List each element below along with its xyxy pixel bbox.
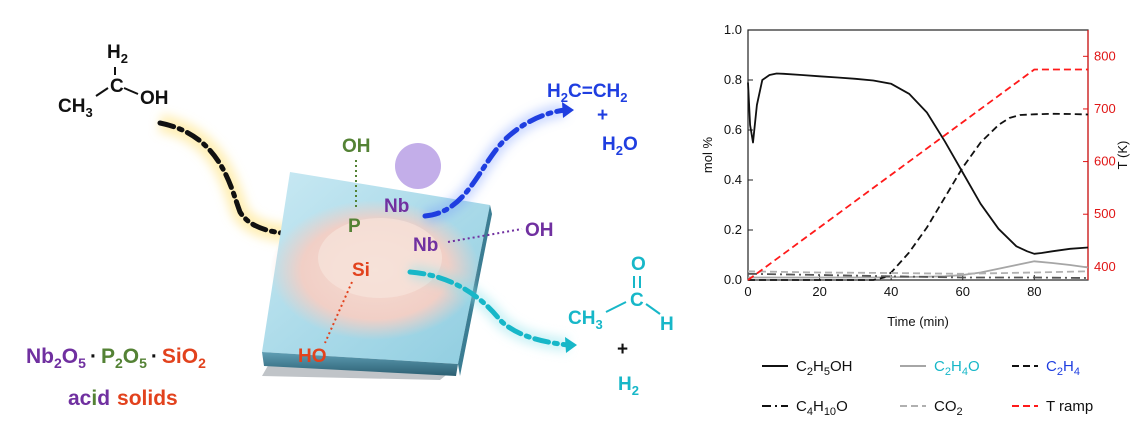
ethanol-bond-oh (123, 87, 139, 95)
reaction-scheme: H2 C CH3 OH OH P (26, 42, 674, 410)
catalyst-formula-line1: Nb2O5·P2O5·SiO2 (26, 345, 206, 371)
si-hydroxyl-label: HO (298, 346, 327, 367)
y2-axis-ticks: 400 500 600 700 800 (1083, 30, 1116, 280)
p-hydroxyl-label: OH (342, 136, 371, 157)
hydrogen-formula: H2 (618, 374, 639, 398)
x-axis-label: Time (min) (887, 314, 949, 329)
adsorbate-sphere (395, 143, 441, 189)
y-axis-label: mol % (700, 137, 715, 174)
si-site-label: Si (352, 260, 370, 281)
acetaldehyde-hydrogen-product: O C CH3 H + H2 (568, 254, 674, 398)
legend-entry-label: CO2 (934, 398, 963, 418)
ethanol-bond-ch3 (95, 87, 109, 97)
si-oh-dotted-bond (324, 281, 353, 344)
y2-tick-label: 700 (1094, 101, 1116, 116)
ethylene-plus: + (597, 105, 608, 126)
legend-entry-label: C4H10O (796, 398, 848, 418)
x-tick-label: 80 (1027, 284, 1041, 299)
series-lines (747, 68, 1089, 281)
y-axis-ticks: 0.0 0.2 0.4 0.6 0.8 1.0 (724, 22, 753, 287)
ethanol-c-label: C (110, 76, 124, 97)
y2-tick-label: 500 (1094, 206, 1116, 221)
ethanol-inlet-arrow (157, 114, 297, 243)
series-line-c2h4 (748, 112, 1089, 281)
acetaldehyde-h-label: H (660, 314, 674, 335)
y2-tick-label: 600 (1094, 154, 1116, 169)
p-site-label: P (348, 216, 361, 237)
nb-site-label-top: Nb (384, 196, 409, 217)
series-line-c2h5oh (747, 72, 1089, 255)
ethanol-h2-label: H2 (107, 42, 128, 66)
legend-entry-label: C2H4O (934, 358, 980, 378)
water-formula: H2O (602, 134, 638, 158)
ethanol-molecule: H2 C CH3 OH (58, 42, 169, 120)
y-tick-label: 1.0 (724, 22, 742, 37)
dehydration-arrow (422, 102, 574, 223)
acetaldehyde-ch3-label: CH3 (568, 308, 603, 332)
nb-hydroxyl-label: OH (525, 220, 554, 241)
x-tick-label: 20 (812, 284, 826, 299)
y2-tick-label: 400 (1094, 259, 1116, 274)
series-line-c4h10o (747, 272, 1089, 279)
legend-entry-label: C2H5OH (796, 358, 852, 378)
y-tick-label: 0.6 (724, 122, 742, 137)
acetaldehyde-bond-h (645, 303, 661, 315)
x-tick-label: 60 (956, 284, 970, 299)
mol-percent-chart: 0 20 40 60 80 0.0 0.2 0.4 0.6 0.8 1.0 400 500 600 70… (700, 22, 1130, 418)
ethylene-formula: H2C=CH2 (547, 81, 628, 105)
y-tick-label: 0.4 (724, 172, 742, 187)
y2-tick-label: 800 (1094, 48, 1116, 63)
nb-site-label-mid: Nb (413, 235, 438, 256)
ethanol-oh-label: OH (140, 88, 169, 109)
y-tick-label: 0.8 (724, 72, 742, 87)
y-tick-label: 0.0 (724, 272, 742, 287)
x-tick-label: 40 (884, 284, 898, 299)
y-tick-label: 0.2 (724, 222, 742, 237)
ethanol-ch3-label: CH3 (58, 96, 93, 120)
series-line-t-ramp (747, 68, 1088, 281)
acetaldehyde-plus: + (617, 339, 628, 360)
legend-entry-label: C2H4 (1046, 358, 1080, 378)
legend-entry-label: T ramp (1046, 398, 1093, 415)
ethylene-water-product: H2C=CH2 + H2O (547, 81, 638, 158)
acetaldehyde-o-label: O (631, 254, 646, 275)
x-tick-label: 0 (744, 284, 751, 299)
acetaldehyde-c-label: C (630, 290, 644, 311)
y2-axis-label: T (K) (1115, 141, 1130, 170)
dehydrogenation-arrow (407, 265, 577, 353)
acetaldehyde-bond-ch3 (605, 301, 627, 313)
x-axis-ticks: 0 20 40 60 80 (744, 275, 1042, 299)
series-line-co2 (747, 270, 1089, 275)
